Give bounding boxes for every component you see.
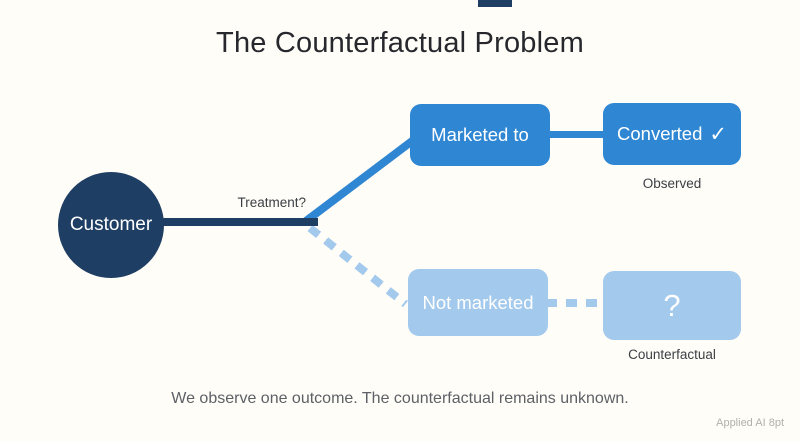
marketed-to-node-label: Marketed to <box>431 124 529 145</box>
question-mark-label: ? <box>663 287 681 323</box>
observed-branch-line <box>303 137 415 225</box>
counterfactual-branch-dashed-line <box>307 224 408 308</box>
converted-node: Converted ✓ <box>603 103 741 165</box>
footer-caption: We observe one outcome. The counterfactu… <box>171 390 629 407</box>
not-marketed-node: Not marketed <box>408 269 548 336</box>
observed-connector-line <box>548 131 605 138</box>
top-accent-bar <box>478 0 512 7</box>
converted-node-label: Converted <box>617 123 703 144</box>
counterfactual-caption: Counterfactual <box>628 347 716 362</box>
marketed-to-node: Marketed to <box>410 104 550 166</box>
checkmark-icon: ✓ <box>709 122 727 146</box>
customer-node: Customer <box>58 172 164 278</box>
customer-node-label: Customer <box>69 214 153 235</box>
page-title: The Counterfactual Problem <box>216 27 584 59</box>
unknown-outcome-node: ? <box>603 271 741 340</box>
trunk-connector-line <box>160 218 318 226</box>
not-marketed-node-label: Not marketed <box>422 291 534 313</box>
observed-caption: Observed <box>642 176 702 191</box>
treatment-branch-label: Treatment? <box>237 195 306 210</box>
counterfactual-connector-dashed-line <box>546 299 605 307</box>
watermark-label: Applied AI 8pt <box>716 417 784 429</box>
